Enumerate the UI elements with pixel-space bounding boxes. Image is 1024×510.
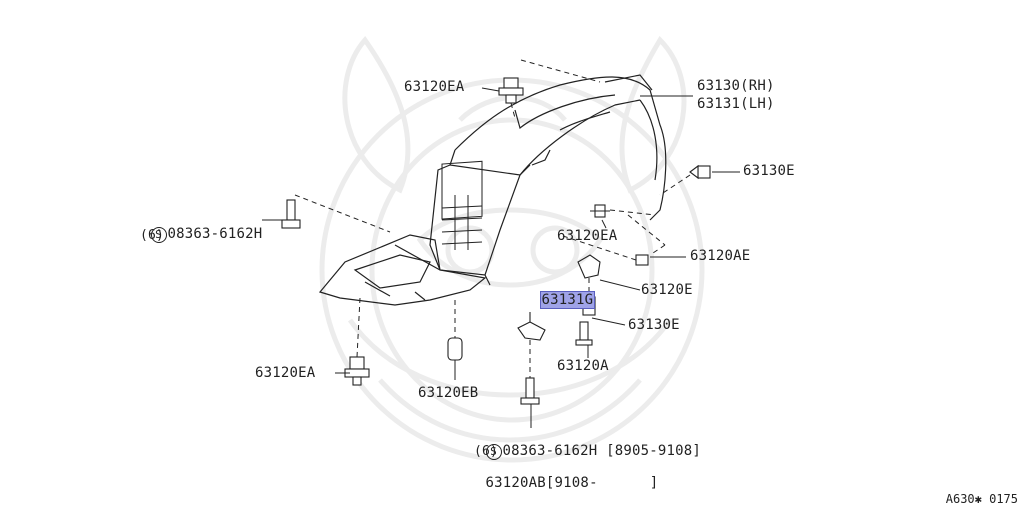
watermark-crest <box>319 35 705 463</box>
label-bolt-left-qty: (6) <box>140 228 165 243</box>
label-clip-right-e[interactable]: 63130E <box>743 163 795 179</box>
leader-lines <box>262 87 740 428</box>
label-screw-ab-range: [9108- <box>545 475 598 491</box>
label-bolt-bottom-range: [8905-9108] <box>606 443 701 459</box>
bracket-63131g <box>517 312 546 341</box>
label-highlighted-part[interactable]: 63131G <box>505 278 596 323</box>
label-nut-e[interactable]: 63130E <box>628 317 680 333</box>
label-bolt-bottom-part: 08363-6162H <box>502 443 598 459</box>
s-mark-icon: S <box>150 227 167 243</box>
fasteners <box>281 77 711 405</box>
label-clip-eb[interactable]: 63120EB <box>418 385 479 401</box>
s-mark-icon: S <box>485 444 502 460</box>
label-clip-mid-ea[interactable]: 63120EA <box>557 228 618 244</box>
label-bolt-left-part: 08363-6162H <box>167 226 263 242</box>
retainer-clip-63120e <box>577 254 601 279</box>
label-screw-ab-range-end: ] <box>649 475 659 491</box>
diagram-reference: A630✱ 0175 <box>945 492 1018 506</box>
label-protector-rh[interactable]: 63130(RH) <box>697 78 775 94</box>
label-screw-a[interactable]: 63120A <box>557 358 609 374</box>
label-clip-e[interactable]: 63120E <box>641 282 693 298</box>
label-bolt-bottom-qty: (6) <box>474 444 499 459</box>
label-protector-lh[interactable]: 63131(LH) <box>697 96 775 112</box>
undercover-outline <box>318 234 487 306</box>
dashed-guides <box>294 59 691 378</box>
label-top-clip[interactable]: 63120EA <box>404 79 465 95</box>
fender-grille <box>441 160 483 250</box>
label-clip-bottom-ea[interactable]: 63120EA <box>255 365 316 381</box>
label-screw-ab-part: 63120AB <box>485 475 546 491</box>
label-screw-ae[interactable]: 63120AE <box>690 248 751 264</box>
highlighted-part-number: 63131G <box>539 291 596 309</box>
label-screw-ab[interactable]: 63120AB[9108-] <box>451 461 659 506</box>
